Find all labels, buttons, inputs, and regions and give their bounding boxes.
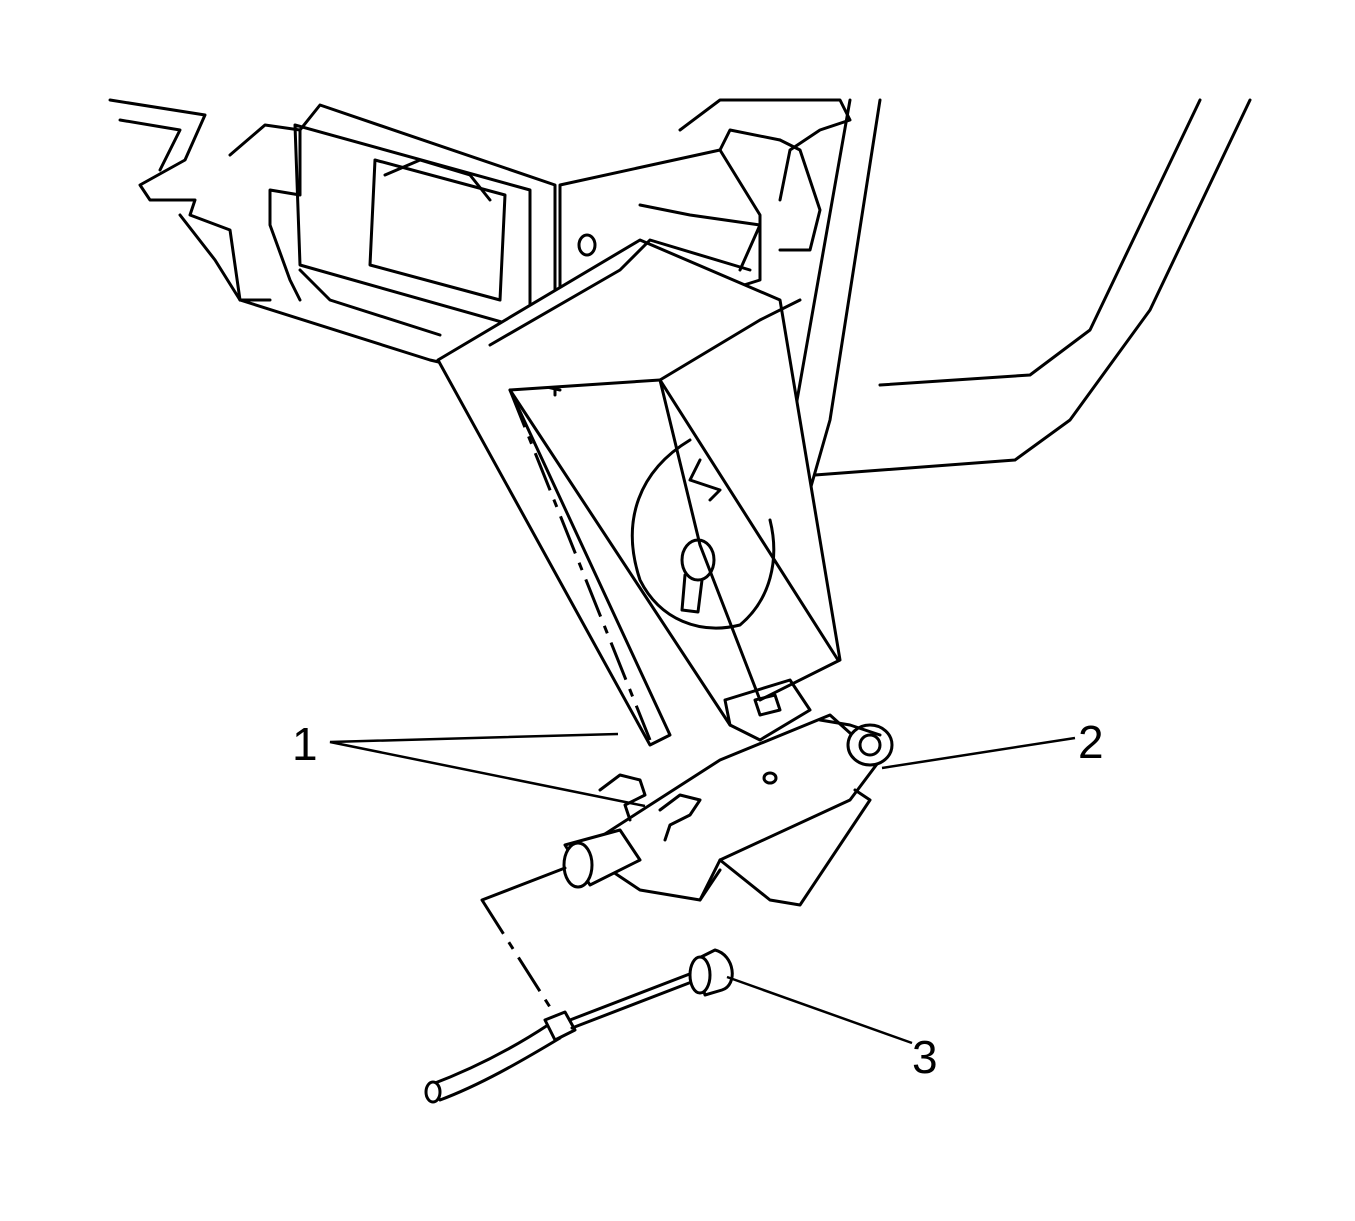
alignment-line bbox=[480, 899, 557, 1016]
cable-and-retainer bbox=[424, 948, 734, 1104]
callout-3: 3 bbox=[912, 1031, 938, 1083]
alignment-line bbox=[508, 389, 652, 741]
callout-2: 2 bbox=[1078, 716, 1104, 768]
callout-leaders bbox=[329, 732, 1076, 1045]
pedal-arm bbox=[436, 238, 842, 747]
callout-1: 1 bbox=[292, 718, 318, 770]
pivot-bracket bbox=[578, 678, 894, 907]
cylinder-pushrod bbox=[480, 828, 642, 902]
side-panel bbox=[768, 98, 1252, 502]
